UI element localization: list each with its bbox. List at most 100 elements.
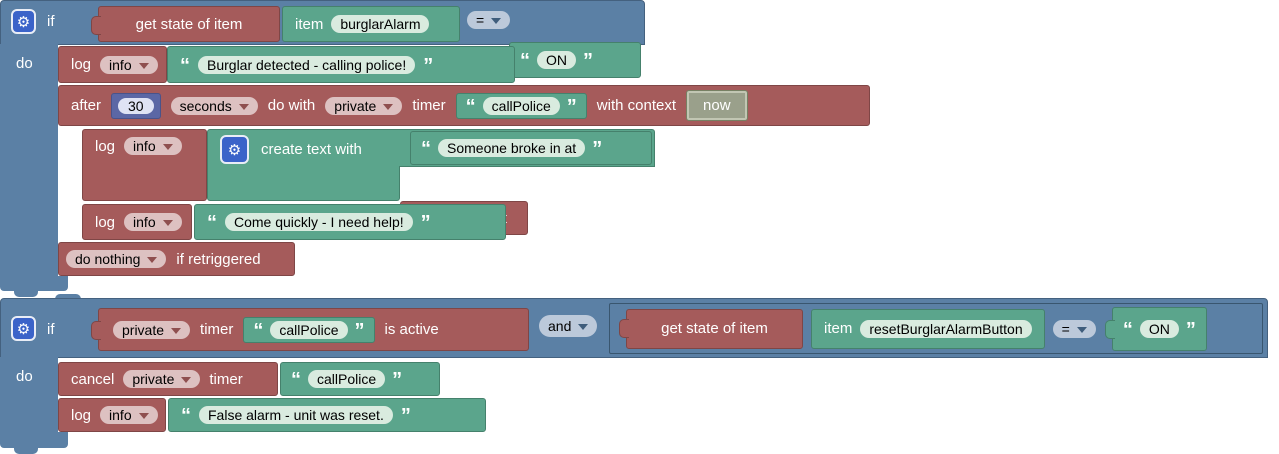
if-block-2[interactable]: ⚙ if private timer “ callPolice ” is act… [0, 294, 1279, 454]
text-value-block[interactable]: “ Burglar detected - calling police! ” [167, 46, 515, 83]
quote-close-icon: ” [354, 319, 365, 342]
log-block[interactable]: log info [58, 46, 167, 83]
quote-open-icon: “ [520, 50, 530, 72]
timer-name-block[interactable]: “ callPolice ” [280, 362, 440, 396]
cancel-label: cancel [71, 370, 115, 388]
do-label: do [16, 55, 33, 72]
cancel-timer-block[interactable]: cancel private timer [58, 362, 278, 396]
gear-icon[interactable]: ⚙ [11, 316, 36, 341]
text-field[interactable]: ON [1139, 319, 1179, 338]
text-value-block[interactable]: “ Come quickly - I need help! ” [194, 204, 506, 240]
log-block[interactable]: log info [58, 398, 166, 432]
quote-open-icon: “ [253, 319, 264, 342]
now-block[interactable]: now [686, 90, 748, 121]
get-state-of-item-block[interactable]: get state of item [619, 308, 803, 349]
text-value-block[interactable]: “ Someone broke in at ” [410, 131, 652, 165]
number-block[interactable]: 30 [111, 92, 161, 119]
get-state-of-item-block[interactable]: get state of item [91, 6, 280, 42]
comparison-panel[interactable]: get state of item item resetBurglarAlarm… [609, 303, 1263, 354]
quote-close-icon: ” [583, 50, 593, 72]
do-label: do [16, 368, 33, 385]
if-retriggered-label: if retriggered [176, 250, 261, 268]
retrigger-policy-block[interactable]: do nothing if retriggered [58, 242, 295, 276]
if-foot [0, 276, 68, 291]
quote-open-icon: “ [421, 138, 431, 160]
dropdown-arrow-icon [181, 377, 192, 383]
log-level-dropdown[interactable]: info [100, 55, 158, 74]
text-field[interactable]: ON [537, 51, 576, 69]
notch-connector [55, 294, 81, 300]
item-label: item [824, 320, 853, 337]
quote-open-icon: “ [181, 405, 191, 427]
if-header[interactable]: ⚙ if get state of item item burglarAlarm… [0, 0, 645, 78]
timer-name-block[interactable]: “ callPolice ” [243, 316, 375, 343]
operator-value: = [476, 12, 485, 28]
if-block-1[interactable]: ⚙ if get state of item item burglarAlarm… [0, 0, 870, 300]
logic-operator-dropdown[interactable]: and [539, 315, 598, 337]
timer-name-field[interactable]: callPolice [270, 320, 348, 339]
timer-scope-value: private [334, 97, 377, 114]
operator-value: = [1061, 320, 1070, 337]
timer-scope-value: private [132, 371, 175, 387]
item-name-field[interactable]: burglarAlarm [331, 15, 430, 33]
gear-icon[interactable]: ⚙ [11, 9, 36, 34]
item-label: item [295, 15, 324, 33]
get-state-label: get state of item [661, 320, 768, 337]
if-header[interactable]: ⚙ if private timer “ callPolice ” is act… [0, 298, 1268, 358]
text-field[interactable]: Someone broke in at [438, 139, 586, 157]
if-do-column[interactable] [0, 357, 58, 432]
text-field[interactable]: Come quickly - I need help! [225, 213, 413, 231]
time-unit-dropdown[interactable]: seconds [170, 96, 258, 115]
dropdown-arrow-icon [491, 18, 502, 24]
text-value-block[interactable]: “ False alarm - unit was reset. ” [168, 398, 486, 432]
timer-is-active-block[interactable]: private timer “ callPolice ” is active [91, 308, 529, 351]
after-timer-block[interactable]: after 30 seconds do with private timer “… [58, 85, 870, 126]
gear-icon[interactable]: ⚙ [220, 135, 249, 164]
timer-name-field[interactable]: callPolice [482, 96, 560, 115]
log-block[interactable]: log info [82, 129, 207, 201]
if-label: if [47, 321, 55, 338]
item-name-field[interactable]: resetBurglarAlarmButton [860, 319, 1032, 338]
retrigger-policy-dropdown[interactable]: do nothing [66, 250, 167, 268]
dropdown-arrow-icon [1076, 326, 1087, 333]
puzzle-tab-connector [91, 321, 101, 340]
log-level-dropdown[interactable]: info [124, 213, 182, 231]
now-label: now [703, 97, 731, 114]
quote-close-icon: ” [566, 95, 577, 118]
create-text-label: create text with [261, 141, 362, 158]
log-label: log [71, 406, 92, 424]
timer-scope-dropdown[interactable]: private [325, 96, 403, 115]
log-label: log [95, 137, 116, 155]
notch-connector [14, 290, 38, 297]
dropdown-arrow-icon [383, 103, 394, 110]
timer-name-field[interactable]: callPolice [308, 370, 386, 388]
text-field[interactable]: False alarm - unit was reset. [199, 406, 393, 424]
timer-scope-dropdown[interactable]: private [123, 370, 201, 388]
operator-dropdown[interactable]: = [467, 11, 511, 29]
operator-dropdown[interactable]: = [1052, 319, 1096, 338]
timer-scope-dropdown[interactable]: private [113, 320, 191, 339]
number-field[interactable]: 30 [118, 97, 154, 114]
log-level-value: info [133, 138, 156, 154]
log-level-value: info [133, 214, 156, 230]
item-block[interactable]: item burglarAlarm [282, 6, 460, 42]
create-text-block-body[interactable] [207, 166, 400, 201]
timer-name-block[interactable]: “ callPolice ” [455, 92, 587, 119]
log-level-value: info [109, 56, 132, 73]
text-value-block[interactable]: “ ON ” [1104, 306, 1207, 351]
quote-close-icon: ” [420, 212, 431, 234]
do-with-label: do with [267, 97, 316, 114]
log-level-dropdown[interactable]: info [100, 406, 158, 424]
time-unit-value: seconds [179, 97, 232, 114]
if-do-column[interactable] [0, 44, 58, 278]
log-label: log [95, 213, 116, 231]
text-field[interactable]: Burglar detected - calling police! [198, 55, 416, 74]
notch-connector [14, 447, 38, 454]
log-block[interactable]: log info [82, 204, 192, 240]
quote-close-icon: ” [423, 54, 434, 77]
if-label: if [47, 13, 55, 30]
log-level-dropdown[interactable]: info [124, 137, 182, 155]
item-block[interactable]: item resetBurglarAlarmButton [811, 308, 1045, 349]
text-value-block[interactable]: “ ON ” [502, 42, 641, 78]
